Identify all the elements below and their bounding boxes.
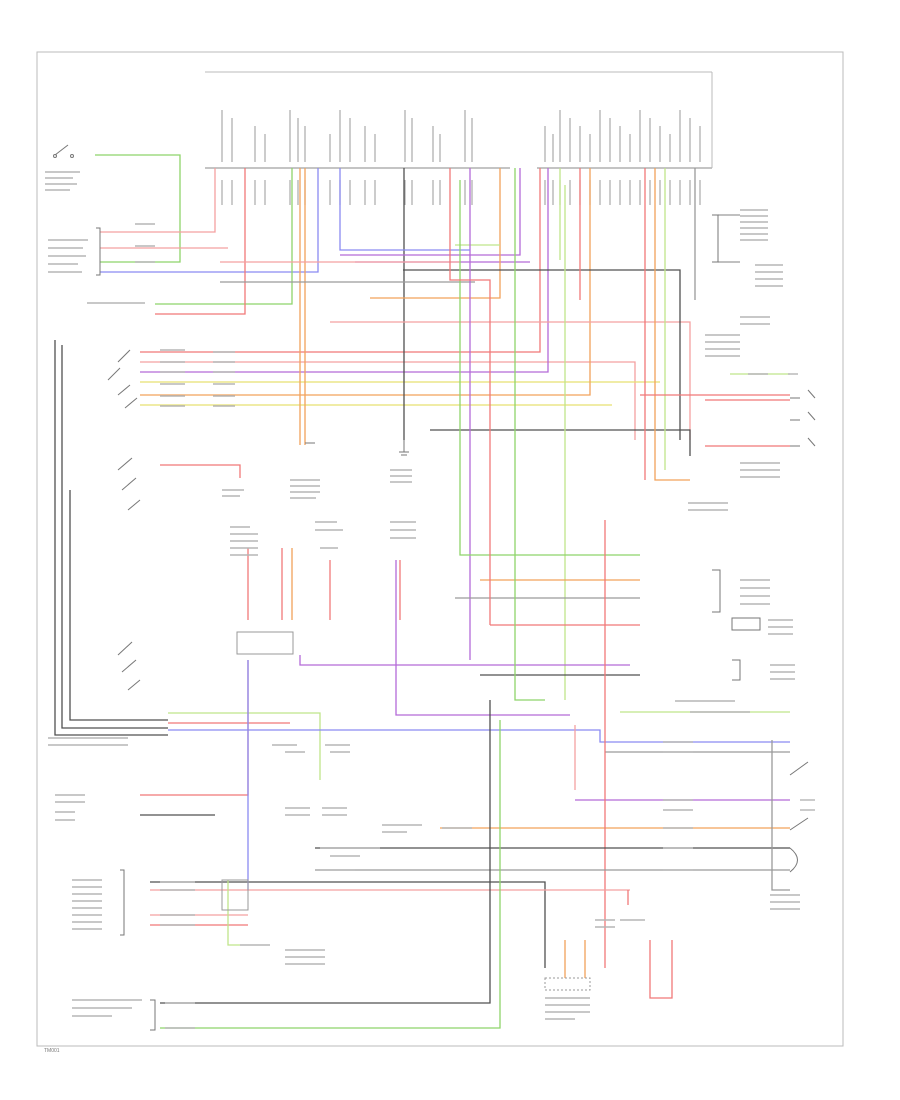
wire-black [61, 345, 168, 729]
pin-labels [221, 110, 701, 205]
wire-red [449, 168, 491, 625]
wire-blue [168, 729, 790, 743]
wire-blue [339, 168, 470, 251]
wire-pink [330, 321, 691, 440]
connector-icon [544, 977, 591, 991]
wire-red [160, 464, 241, 478]
diagram-border [36, 51, 844, 1047]
sensor-bracket [732, 659, 741, 681]
connector-icon [790, 437, 816, 447]
wire-orange [370, 168, 501, 299]
wire-purple [299, 655, 630, 666]
ground-icon [399, 440, 409, 456]
wire-black [69, 490, 168, 721]
connector-icon [789, 847, 798, 873]
wire-red [649, 940, 673, 999]
wire-gray [771, 740, 790, 891]
sensor-bracket [150, 999, 156, 1031]
wire-green [155, 168, 293, 305]
sensor-bracket [120, 869, 125, 936]
wire-black [160, 700, 491, 1004]
wire-orange [140, 168, 591, 396]
wire-purple [140, 168, 549, 373]
wire-green [160, 720, 501, 1029]
wire-pink [100, 168, 216, 233]
label-stubs [45, 171, 815, 1029]
switch-icon [789, 761, 809, 831]
ecm-connector-header [205, 71, 713, 169]
wires [54, 154, 790, 1029]
sensor-bracket [96, 227, 101, 276]
relay-bracket [712, 214, 719, 263]
wire-purple [395, 560, 570, 716]
switch-icon [107, 349, 138, 409]
wire-orange [654, 168, 690, 481]
sensor-bracket [712, 569, 721, 613]
wire-green [514, 168, 545, 701]
wire-black [150, 881, 546, 968]
switch-icon [117, 457, 141, 511]
resistor-icon [731, 617, 761, 631]
wire-purple [340, 168, 521, 256]
switch-icon [53, 144, 74, 158]
switch-icon [117, 641, 141, 691]
components [53, 144, 816, 1031]
footer-text: TM001 [44, 1048, 60, 1054]
connector-icon [790, 411, 816, 421]
wire-lightgreen [227, 880, 240, 946]
wire-black [54, 340, 168, 736]
wire-blue [100, 168, 319, 273]
wire-lightgreen [168, 712, 321, 780]
wire-black [403, 269, 681, 440]
wire-black [430, 429, 691, 456]
connector-icon [221, 879, 249, 911]
wire-pink [140, 361, 636, 440]
wire-red [155, 168, 246, 315]
wire-green [459, 180, 640, 556]
connector-icon [236, 631, 294, 655]
wire-red [140, 168, 541, 353]
connector-icon [790, 389, 816, 399]
